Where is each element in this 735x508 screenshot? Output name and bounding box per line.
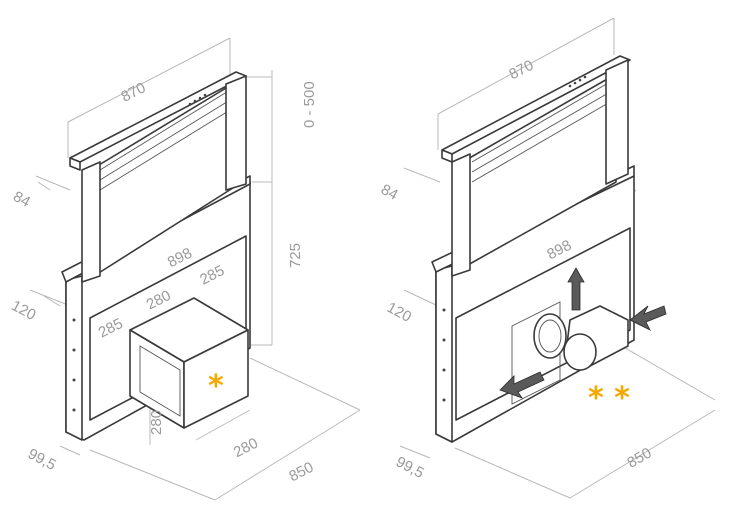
left-appliance <box>61 71 251 441</box>
dim-side-depth-right: 850 <box>624 444 654 471</box>
dim-offset-120: 120 <box>8 297 38 324</box>
dim-height: 725 <box>287 243 304 268</box>
left-figure: 870 0 - 500 84 898 725 120 285 280 285 2… <box>8 37 361 501</box>
right-figure: 870 84 898 120 850 99,5 * * <box>378 17 716 499</box>
dim-lift: 0 - 500 <box>301 81 318 128</box>
right-appliance <box>431 55 667 443</box>
left-marker: * <box>208 369 224 404</box>
dim-depth: 84 <box>10 188 33 211</box>
dim-depth-right: 84 <box>378 181 401 204</box>
dim-width-right: 870 <box>506 57 536 84</box>
arrow-up-icon <box>567 267 585 311</box>
dim-base-offset: 99,5 <box>25 445 59 474</box>
dim-base-offset-right: 99,5 <box>393 453 427 482</box>
dim-box-depth: 280 <box>231 435 261 462</box>
dim-side-depth: 850 <box>286 459 316 486</box>
dim-width: 870 <box>118 79 148 106</box>
arrow-right-icon <box>629 305 667 331</box>
arrow-left-icon <box>499 371 545 399</box>
dim-box-height: 280 <box>148 410 165 435</box>
dim-offset-120-right: 120 <box>384 299 414 326</box>
right-marker: * * <box>588 381 630 416</box>
